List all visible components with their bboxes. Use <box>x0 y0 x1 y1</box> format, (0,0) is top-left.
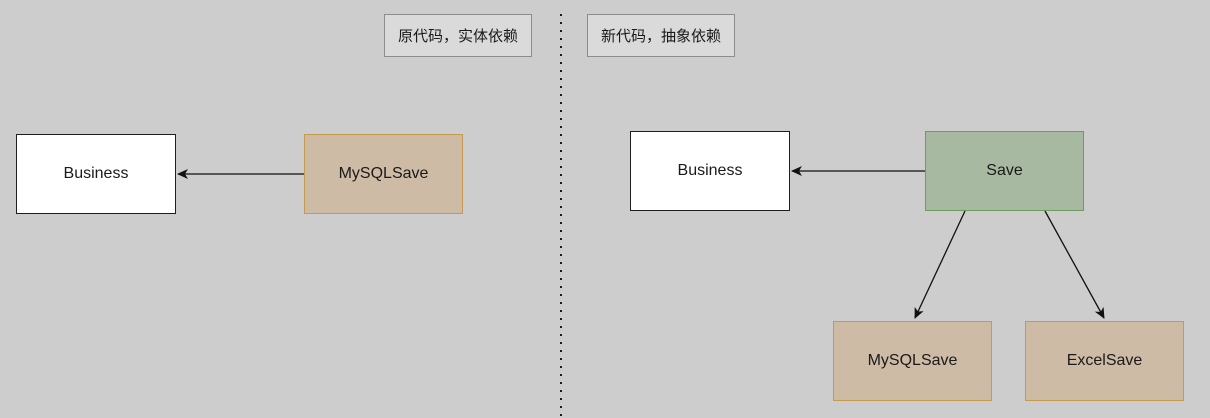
right-caption-text: 新代码，抽象依赖 <box>600 27 721 45</box>
excelsave-label: ExcelSave <box>1066 352 1143 369</box>
left-business-label: Business <box>63 165 129 182</box>
left-caption-note: 原代码，实体依赖 <box>384 14 532 57</box>
left-mysqlsave-box: MySQLSave <box>304 134 463 214</box>
left-caption-text: 原代码，实体依赖 <box>397 27 518 45</box>
right-mysqlsave-label: MySQLSave <box>867 352 958 369</box>
right-business-box: Business <box>630 131 790 211</box>
save-interface-label: Save <box>986 162 1023 179</box>
left-mysqlsave-label: MySQLSave <box>338 165 429 182</box>
right-business-label: Business <box>677 162 743 179</box>
save-to-mysqlsave-arrow <box>914 210 966 319</box>
excelsave-box: ExcelSave <box>1025 321 1184 401</box>
save-interface-box: Save <box>925 131 1084 211</box>
save-to-excelsave-arrow <box>1044 210 1105 319</box>
left-business-box: Business <box>16 134 176 214</box>
right-caption-note: 新代码，抽象依赖 <box>587 14 735 57</box>
right-mysqlsave-box: MySQLSave <box>833 321 992 401</box>
